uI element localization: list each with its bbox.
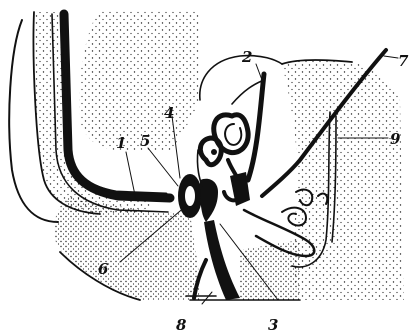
middle-ear (178, 150, 218, 222)
label-3: 3 (268, 316, 278, 334)
label-1: 1 (116, 134, 126, 152)
label-5: 5 (140, 132, 150, 150)
vessel-2 (248, 74, 264, 180)
label-7: 7 (398, 52, 409, 70)
label-4: 4 (164, 104, 174, 122)
label-8: 8 (176, 316, 187, 334)
label-2: 2 (241, 48, 252, 66)
label-6: 6 (98, 260, 109, 278)
label-9: 9 (390, 130, 401, 148)
semicircular-canal-side (200, 138, 221, 165)
base-tissue (54, 196, 300, 300)
ossicle-chain (200, 179, 218, 222)
